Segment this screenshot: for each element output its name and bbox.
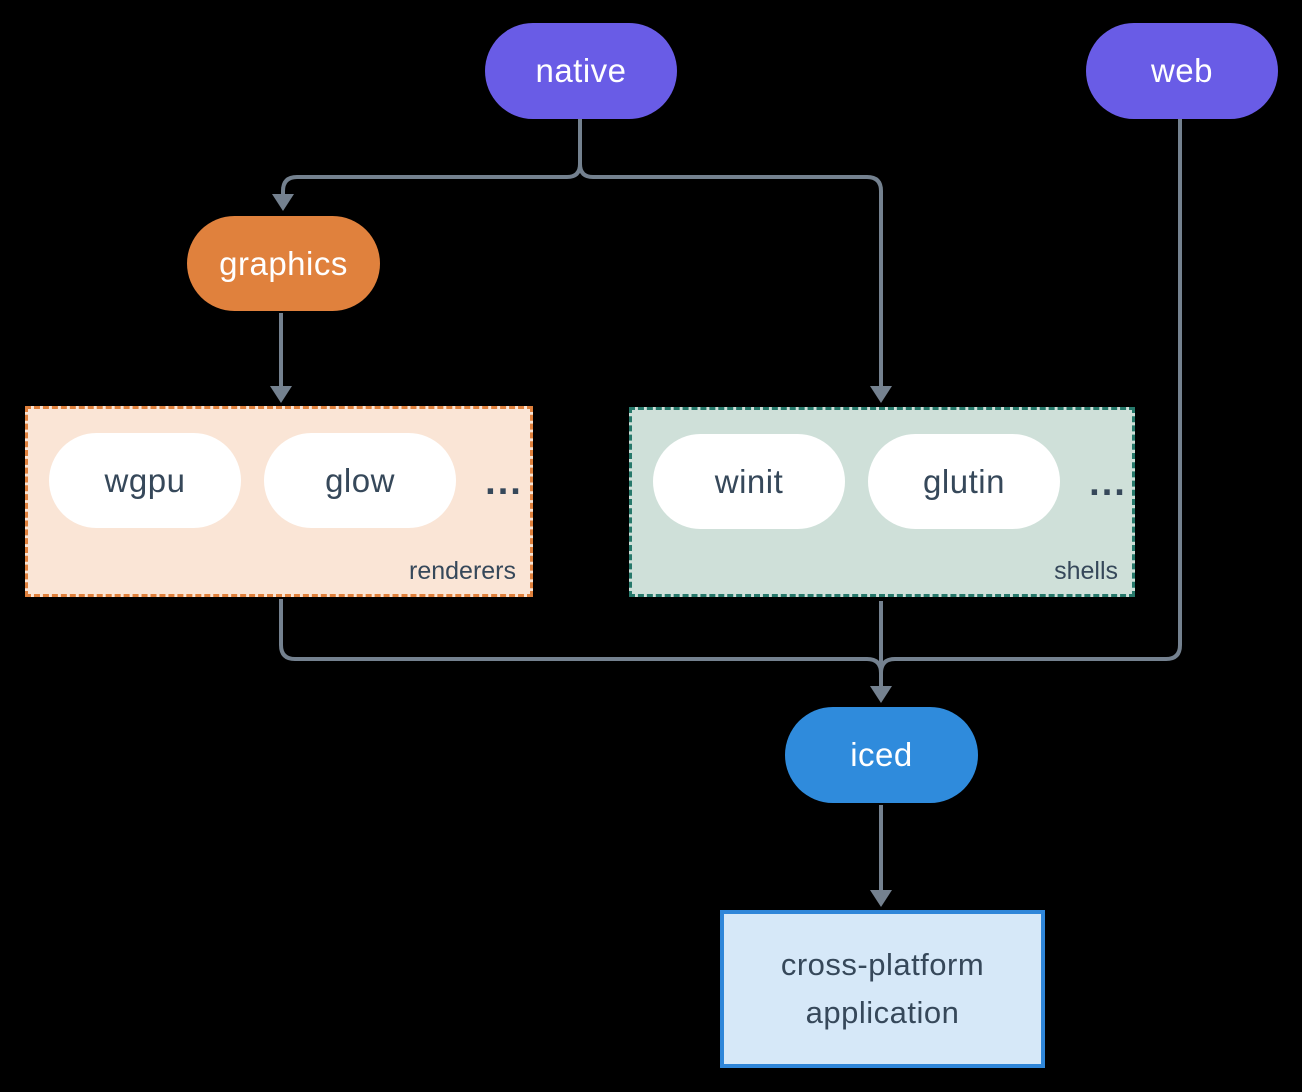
shells-ellipsis: ... (1089, 462, 1127, 504)
node-graphics: graphics (187, 216, 380, 311)
node-native-label: native (535, 52, 627, 89)
arrowhead-iced (870, 686, 892, 703)
node-web-label: web (1150, 52, 1214, 89)
app-label-line-2: application (805, 995, 960, 1030)
node-wgpu: wgpu (49, 433, 241, 528)
arrowhead-shells (870, 386, 892, 403)
node-native: native (485, 23, 677, 119)
group-shells: winit glutin ... shells (629, 407, 1135, 597)
node-graphics-label: graphics (219, 244, 348, 282)
renderers-group-label: renderers (409, 557, 516, 585)
node-winit: winit (653, 434, 845, 529)
arrowhead-renderers (270, 386, 292, 403)
node-glutin: glutin (868, 434, 1060, 529)
node-iced: iced (785, 707, 978, 803)
node-wgpu-label: wgpu (104, 461, 186, 499)
connector-native-to-graphics (281, 119, 582, 196)
connector-renderers-to-junction (279, 599, 883, 674)
app-label-line-1: cross-platform (780, 947, 985, 982)
node-glow: glow (264, 433, 456, 528)
node-winit-label: winit (714, 462, 784, 500)
arrowhead-graphics (272, 194, 294, 211)
arrowhead-app (870, 890, 892, 907)
node-cross-platform-application: cross-platform application (720, 910, 1045, 1068)
node-web: web (1086, 23, 1278, 119)
node-glutin-label: glutin (923, 462, 1005, 500)
node-iced-label: iced (850, 736, 913, 773)
shells-group-label: shells (1054, 557, 1118, 585)
node-glow-label: glow (325, 461, 395, 499)
connector-native-to-shells (593, 175, 883, 387)
connector-native-branch-fillet (578, 163, 594, 179)
renderers-ellipsis: ... (485, 461, 523, 503)
group-renderers: wgpu glow ... renderers (25, 406, 533, 597)
